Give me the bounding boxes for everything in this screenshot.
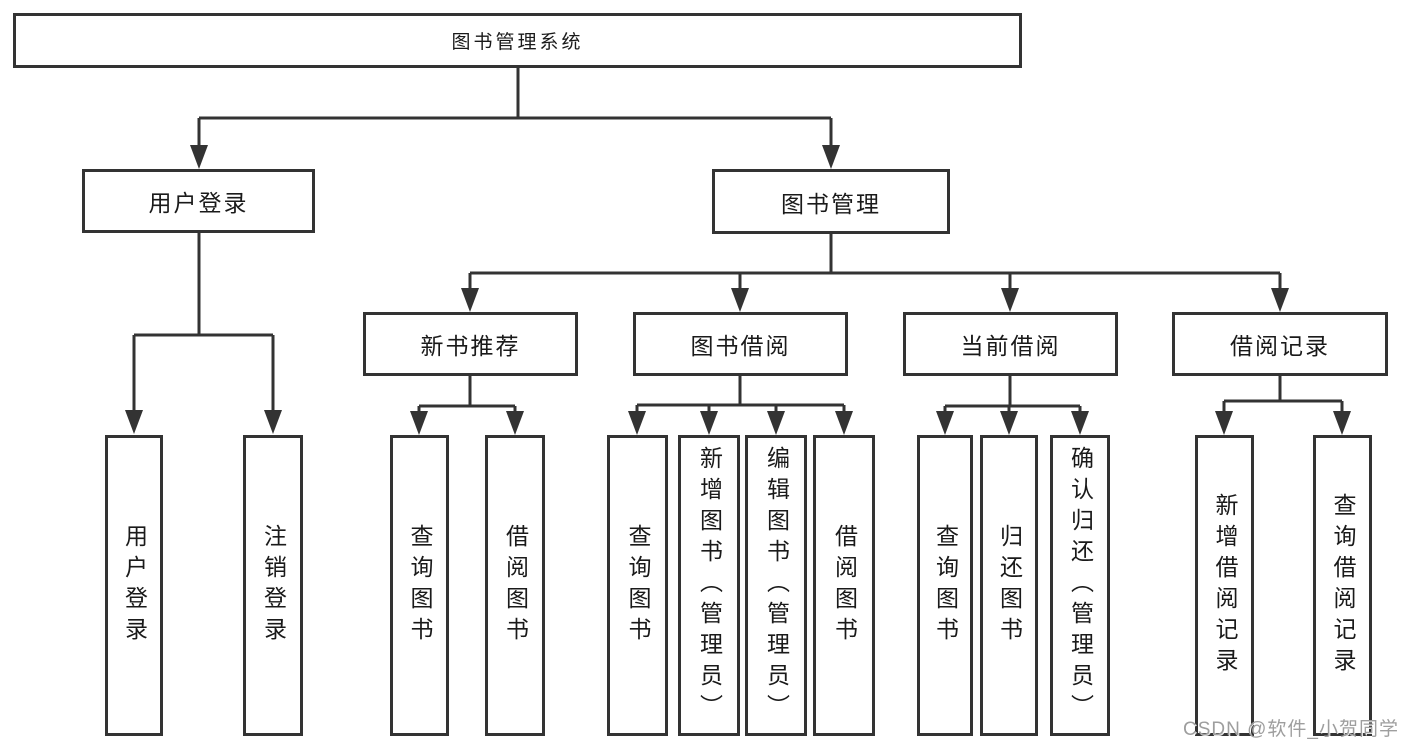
leaf-query-borrow-record-label: 查询借阅记录 bbox=[1330, 492, 1356, 679]
arrowhead-icon bbox=[125, 410, 143, 434]
arrowhead-icon bbox=[1001, 288, 1019, 312]
leaf-edit-book-admin-label: 编辑图书（管理员） bbox=[763, 446, 790, 725]
arrowhead-icon bbox=[190, 145, 208, 169]
leaf-recommend-borrow-book-label: 借阅图书 bbox=[502, 523, 529, 648]
connector-current-borrow bbox=[943, 376, 1082, 412]
node-book-borrow: 图书借阅 bbox=[633, 312, 848, 376]
connector-book-mgmt bbox=[468, 233, 1282, 290]
arrowhead-icon bbox=[628, 411, 646, 435]
arrowhead-icon bbox=[936, 411, 954, 435]
leaf-user-login-label: 用户登录 bbox=[121, 523, 148, 648]
node-user-login: 用户登录 bbox=[82, 169, 315, 233]
node-root-label: 图书管理系统 bbox=[451, 32, 584, 53]
connector-line bbox=[1222, 376, 1344, 412]
csdn-watermark: CSDN @软件_小贺同学 bbox=[1183, 719, 1399, 740]
connector-line bbox=[132, 233, 275, 412]
leaf-user-login: 用户登录 bbox=[105, 435, 163, 736]
leaf-confirm-return-admin-label: 确认归还（管理员） bbox=[1067, 446, 1094, 725]
leaf-logout-label: 注销登录 bbox=[260, 523, 287, 648]
leaf-query-borrow-record: 查询借阅记录 bbox=[1313, 435, 1372, 736]
arrowhead-icon bbox=[1071, 411, 1089, 435]
leaf-confirm-return-admin: 确认归还（管理员） bbox=[1050, 435, 1110, 736]
leaf-recommend-query-book: 查询图书 bbox=[390, 435, 449, 736]
connector-line bbox=[943, 376, 1082, 412]
leaf-add-book-admin: 新增图书（管理员） bbox=[678, 435, 740, 736]
leaf-borrow-book-label: 借阅图书 bbox=[831, 523, 858, 648]
leaf-add-borrow-record-label: 新增借阅记录 bbox=[1212, 492, 1238, 679]
node-new-book-recommend: 新书推荐 bbox=[363, 312, 578, 376]
arrowhead-icon bbox=[1215, 411, 1233, 435]
connector-book-borrow bbox=[635, 376, 846, 412]
leaf-borrow-book: 借阅图书 bbox=[813, 435, 875, 736]
node-borrow-record-label: 借阅记录 bbox=[1230, 333, 1330, 359]
arrowhead-icon bbox=[1333, 411, 1351, 435]
connector-user-login bbox=[132, 233, 275, 412]
node-borrow-record: 借阅记录 bbox=[1172, 312, 1388, 376]
leaf-borrow-query-book-label: 查询图书 bbox=[625, 523, 651, 648]
leaf-return-book: 归还图书 bbox=[980, 435, 1038, 736]
leaf-borrow-query-book: 查询图书 bbox=[607, 435, 668, 736]
arrowhead-icon bbox=[767, 411, 785, 435]
node-root: 图书管理系统 bbox=[13, 13, 1022, 68]
arrowhead-icon bbox=[1271, 288, 1289, 312]
leaf-recommend-borrow-book: 借阅图书 bbox=[485, 435, 545, 736]
connector-line bbox=[468, 233, 1282, 290]
arrowhead-icon bbox=[822, 145, 840, 169]
connector-line bbox=[635, 376, 846, 412]
leaf-edit-book-admin: 编辑图书（管理员） bbox=[745, 435, 807, 736]
arrowhead-icon bbox=[835, 411, 853, 435]
arrowhead-icon bbox=[700, 411, 718, 435]
leaf-recommend-query-book-label: 查询图书 bbox=[407, 523, 433, 648]
node-current-borrow-label: 当前借阅 bbox=[960, 333, 1061, 359]
node-book-borrow-label: 图书借阅 bbox=[690, 333, 791, 359]
arrowhead-icon bbox=[410, 411, 428, 435]
node-book-mgmt-label: 图书管理 bbox=[781, 190, 881, 217]
arrowhead-icon bbox=[731, 288, 749, 312]
connector-new-book bbox=[417, 376, 517, 412]
arrowhead-icon bbox=[264, 410, 282, 434]
node-book-mgmt: 图书管理 bbox=[712, 169, 950, 234]
leaf-current-query-book-label: 查询图书 bbox=[932, 523, 959, 648]
connector-line bbox=[417, 376, 517, 412]
connector-borrow-record bbox=[1222, 376, 1344, 412]
connector-line bbox=[197, 68, 833, 148]
arrowhead-icon bbox=[461, 288, 479, 312]
leaf-add-borrow-record: 新增借阅记录 bbox=[1195, 435, 1254, 736]
node-current-borrow: 当前借阅 bbox=[903, 312, 1118, 376]
arrowhead-icon bbox=[506, 411, 524, 435]
connector-root bbox=[197, 68, 833, 148]
leaf-logout: 注销登录 bbox=[243, 435, 303, 736]
arrowhead-icon bbox=[1000, 411, 1018, 435]
leaf-return-book-label: 归还图书 bbox=[996, 523, 1023, 648]
node-user-login-label: 用户登录 bbox=[148, 190, 249, 216]
leaf-add-book-admin-label: 新增图书（管理员） bbox=[696, 446, 723, 725]
node-new-book-recommend-label: 新书推荐 bbox=[420, 333, 521, 359]
leaf-current-query-book: 查询图书 bbox=[917, 435, 973, 736]
